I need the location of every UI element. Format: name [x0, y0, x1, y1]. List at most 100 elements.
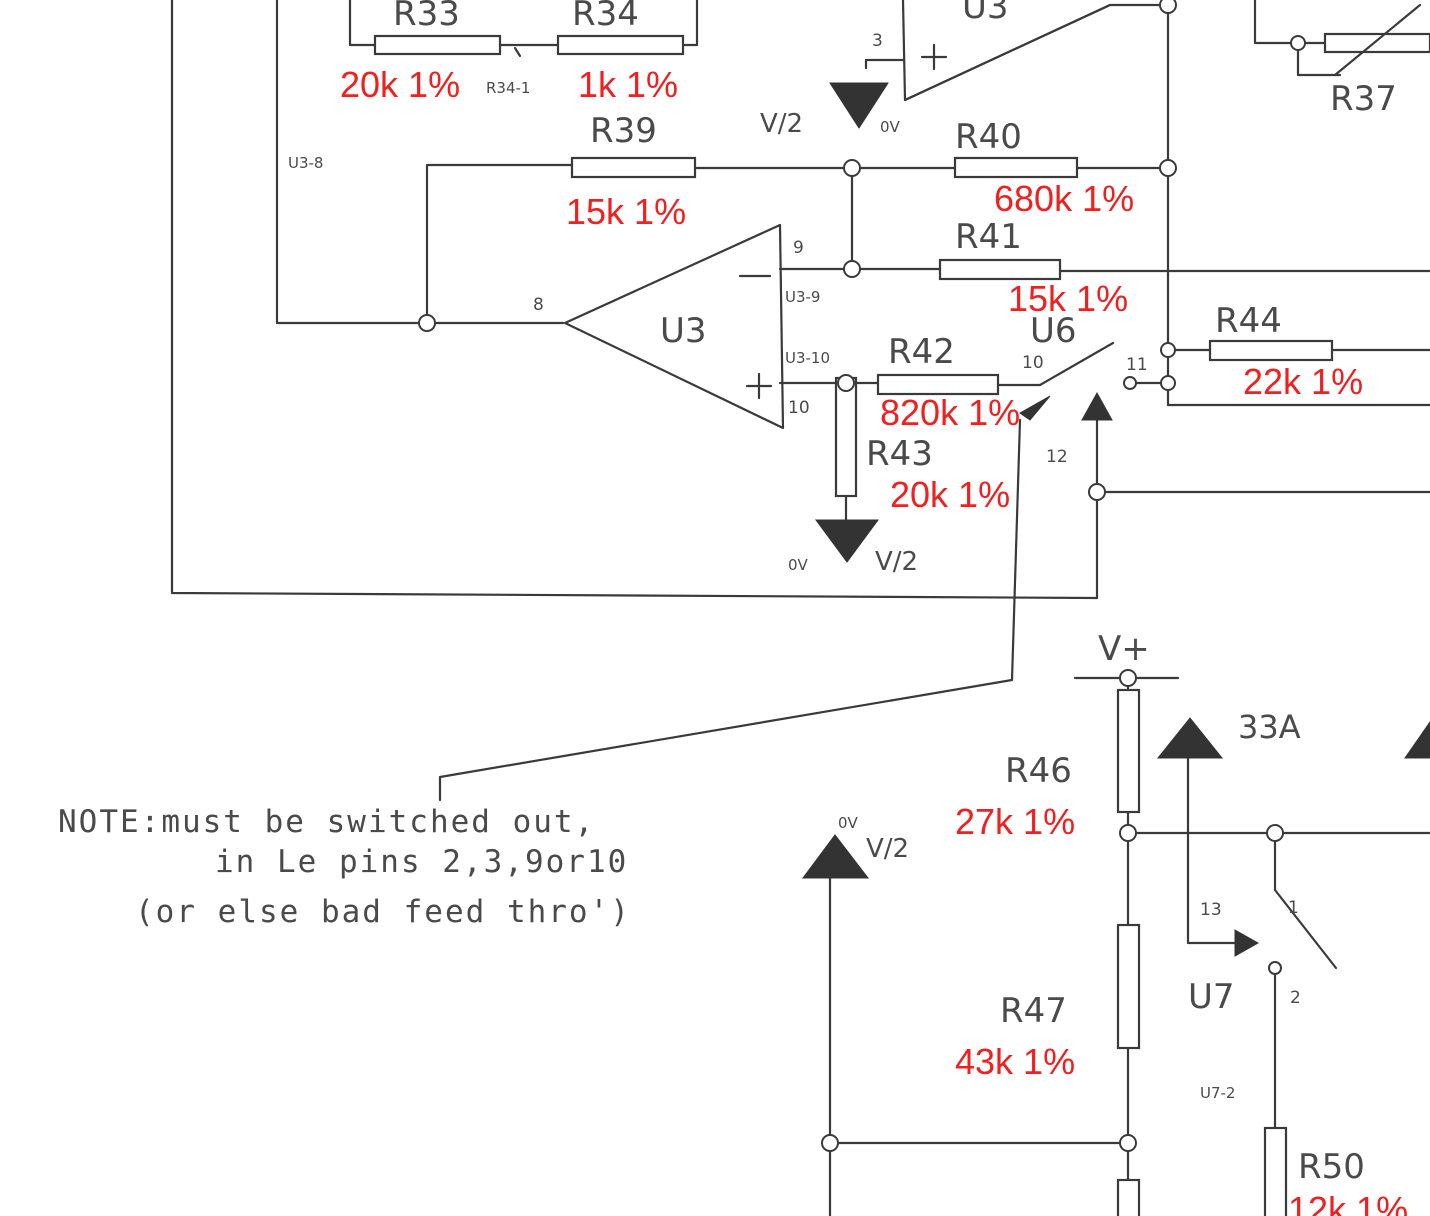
wire-r34-right	[681, 0, 699, 47]
note-line-2: in Le pins 2,3,9or10	[215, 844, 628, 880]
label-r39: R39	[590, 111, 657, 151]
pin-10-u3: 10	[788, 398, 810, 418]
net-0v-lower: 0V	[838, 814, 859, 832]
pin-9: 9	[793, 238, 804, 258]
wire-bottom-loop	[170, 0, 1099, 600]
net-vhalf-top: V/2	[760, 109, 803, 139]
vhalf-triangle-lower	[802, 834, 870, 879]
pin-2: 2	[1290, 988, 1301, 1008]
net-vhalf-lower: V/2	[866, 834, 909, 864]
label-u7: U7	[1188, 977, 1235, 1017]
wire-r39-left	[425, 163, 574, 325]
label-r37: R37	[1330, 79, 1397, 119]
pin-8: 8	[533, 295, 544, 315]
junction-u6-11	[1160, 375, 1176, 391]
label-r41: R41	[955, 217, 1022, 257]
u7-control-13	[1186, 753, 1247, 945]
value-r34: 1k 1%	[578, 64, 678, 105]
vhalf-triangle-top	[829, 82, 889, 129]
opamp-u3-upper	[901, 0, 1112, 102]
label-u6: U6	[1030, 311, 1077, 351]
net-0v-middle: 0V	[788, 556, 809, 574]
junction-r44-bus	[1160, 342, 1176, 358]
junction-r37	[1290, 35, 1306, 51]
resistor-r47	[1116, 923, 1141, 1050]
label-r33: R33	[393, 0, 460, 34]
note-leader	[438, 418, 1022, 802]
resistor-r42	[876, 373, 1000, 396]
net-u3-10: U3-10	[785, 349, 830, 367]
value-r43: 20k 1%	[890, 474, 1010, 515]
label-u3-top: U3	[962, 0, 1009, 27]
label-r50: R50	[1298, 1147, 1365, 1187]
resistor-r46	[1116, 688, 1141, 814]
junction-u6-12	[1088, 483, 1106, 501]
component-values: 20k 1% 1k 1% 15k 1% 680k 1% 15k 1% 22k 1…	[340, 64, 1408, 1216]
wire-r37-left	[1253, 0, 1327, 45]
net-r34-1: R34-1	[486, 79, 530, 97]
label-r46: R46	[1005, 751, 1072, 791]
supply-symbols	[802, 82, 1430, 957]
resistor-r43	[834, 376, 858, 498]
n33a-triangle	[1156, 717, 1224, 759]
value-r42: 820k 1%	[880, 392, 1020, 433]
value-r40: 680k 1%	[994, 178, 1134, 219]
u6-contact-left	[1123, 376, 1137, 390]
junction-r47-bottom	[1119, 1134, 1137, 1152]
wire-upper-u3-output	[903, 3, 1170, 102]
junction-u7-1	[1266, 824, 1284, 842]
pin-3: 3	[872, 31, 883, 51]
resistor-r34	[556, 34, 685, 56]
wire-r34-1-tap	[513, 46, 522, 58]
junction-r39-r40	[843, 159, 861, 177]
u7-switch-arm	[1273, 888, 1338, 970]
net-vplus: V+	[1098, 629, 1150, 669]
net-labels: R34-1 U3-8 U3-9 U3-10 U7-2 V/2 V/2 V/2 0…	[288, 79, 1301, 1102]
value-r33: 20k 1%	[340, 64, 460, 105]
label-r43: R43	[866, 434, 933, 474]
resistor-r50	[1263, 1126, 1288, 1216]
value-r44: 22k 1%	[1243, 361, 1363, 402]
pin-1: 1	[1288, 898, 1299, 918]
label-u3: U3	[660, 311, 707, 351]
u7-control-arrowhead	[1234, 929, 1260, 957]
resistor-r41	[938, 258, 1062, 281]
resistor-r44	[1208, 339, 1334, 362]
wire-r33-loop	[348, 0, 377, 47]
label-r42: R42	[888, 332, 955, 372]
junction-divider	[1119, 824, 1137, 842]
value-r46: 27k 1%	[955, 801, 1075, 842]
value-r41: 15k 1%	[1008, 278, 1128, 319]
label-r34: R34	[572, 0, 639, 34]
u6-switch-pointer	[1019, 395, 1051, 421]
junction-r40-bus	[1159, 159, 1177, 177]
label-r40: R40	[955, 117, 1022, 157]
wire-r37-tap	[1296, 41, 1342, 77]
net-u7-2: U7-2	[1200, 1084, 1235, 1102]
value-r47: 43k 1%	[955, 1041, 1075, 1082]
junction-u3-8	[418, 314, 436, 332]
pin-12: 12	[1046, 447, 1068, 467]
net-33a: 33A	[1238, 708, 1301, 746]
u6-control-arrow	[1081, 391, 1113, 421]
resistor-r33	[373, 34, 502, 56]
net-vhalf-middle: V/2	[875, 547, 918, 577]
pin-labels: 3 8 9 10 10 11 12 13 1 2	[533, 31, 1301, 1008]
resistor-r47-lower	[1116, 1178, 1141, 1216]
resistor-r39	[570, 156, 697, 179]
resistor-r40	[953, 156, 1079, 179]
note-line-3: (or else bad feed thro')	[135, 894, 631, 930]
label-r44: R44	[1215, 301, 1282, 341]
net-u3-8: U3-8	[288, 154, 323, 172]
junction-vhalf-lower	[821, 1134, 839, 1152]
n33a-triangle-right	[1404, 721, 1430, 759]
net-0v-top: 0V	[880, 118, 901, 136]
u7-contact-2	[1268, 961, 1282, 975]
opamp-u3	[563, 223, 785, 430]
value-r39: 15k 1%	[566, 191, 686, 232]
note-block: NOTE:must be switched out, in Le pins 2,…	[58, 804, 631, 930]
label-r47: R47	[1000, 991, 1067, 1031]
wires	[170, 0, 1430, 1216]
u6-switch-blade	[1038, 341, 1115, 387]
